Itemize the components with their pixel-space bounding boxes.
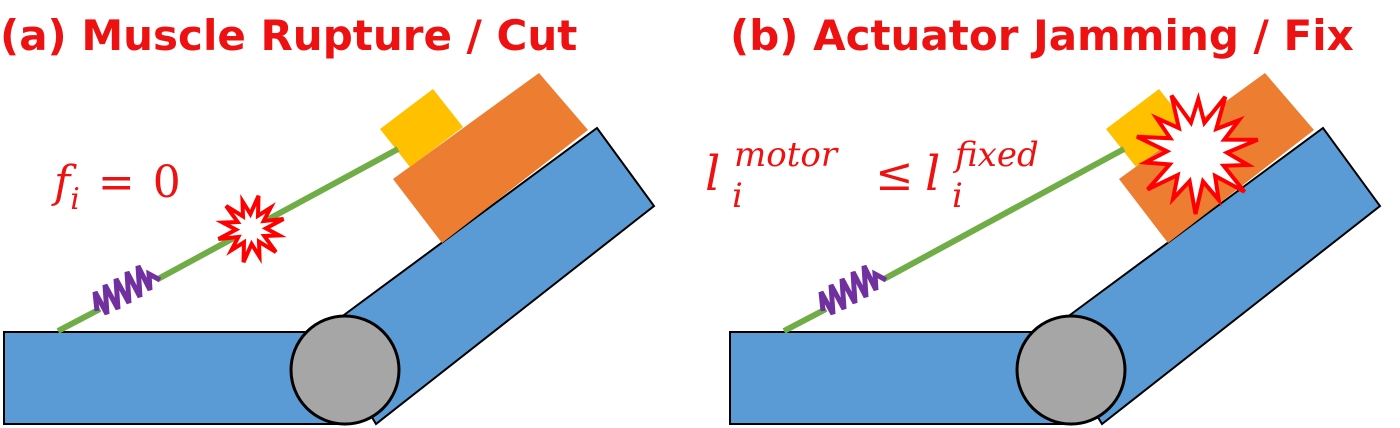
actuator-body — [393, 73, 588, 243]
tendon-segment-upper — [156, 146, 400, 282]
svg-text:motor: motor — [734, 135, 839, 175]
joint-circle — [1015, 314, 1127, 426]
equation-length-limit: l motor i ≤ l fixed i — [705, 135, 1039, 216]
rupture-burst-icon — [215, 194, 287, 264]
svg-text:i: i — [952, 176, 963, 216]
equation-force-zero: fi=0 — [51, 157, 181, 217]
panel-b-title: (b) Actuator Jamming / Fix — [730, 11, 1354, 60]
panel-a-title: (a) Muscle Rupture / Cut — [0, 11, 577, 60]
jamming-burst-icon — [1136, 92, 1259, 215]
spring — [92, 264, 162, 316]
lower-link — [729, 331, 1073, 425]
lower-link — [3, 331, 347, 425]
spring — [818, 264, 888, 316]
svg-text:l: l — [705, 146, 720, 202]
svg-text:i: i — [732, 176, 743, 216]
motor-block — [1106, 89, 1189, 167]
svg-text:l: l — [925, 146, 940, 202]
joint-circle — [289, 314, 401, 426]
svg-text:≤: ≤ — [875, 147, 914, 201]
tendon-segment-lower — [782, 306, 828, 334]
panel-a: (a) Muscle Rupture / Cut fi=0 — [0, 11, 656, 426]
panel-b: (b) Actuator Jamming / Fix l motor i ≤ l… — [705, 11, 1382, 426]
tendon-segment-lower — [56, 306, 102, 334]
svg-text:fixed: fixed — [952, 135, 1039, 175]
motor-block — [380, 89, 463, 167]
tendon-segment-upper — [882, 146, 1126, 282]
